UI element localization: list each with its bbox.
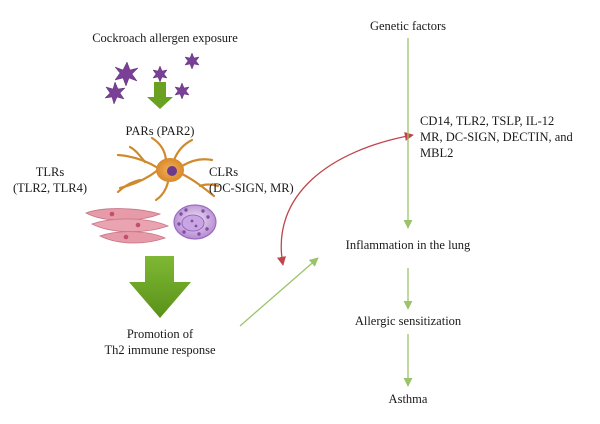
promotion-line1: Promotion of [126, 327, 194, 341]
promotion-label: Promotion of Th2 immune response [95, 326, 225, 358]
genes-list: CD14, TLR2, TSLP, IL-12 MR, DC-SIGN, DEC… [420, 113, 595, 161]
tlrs-line1: TLRs [35, 165, 65, 179]
clrs-line2: (DC-SIGN, MR) [209, 181, 294, 195]
genetic-factors-label: Genetic factors [369, 19, 446, 33]
epithelial-cell-icon [85, 208, 170, 244]
pars-label: PARs (PAR2) [125, 124, 195, 138]
genes-line3: MBL2 [420, 146, 454, 160]
small-green-arrow [147, 82, 173, 109]
inflammation-label: Inflammation in the lung [345, 238, 471, 252]
promotion-line2: Th2 immune response [104, 343, 216, 357]
asthma-label: Asthma [388, 392, 428, 406]
sensitization-label: Allergic sensitization [354, 314, 462, 328]
tlrs-line2: (TLR2, TLR4) [12, 181, 88, 195]
genetic-interaction-curve [277, 131, 414, 266]
promotion-to-inflammation-arrow [239, 257, 319, 327]
genes-line1: CD14, TLR2, TSLP, IL-12 [420, 114, 555, 128]
genes-line2: MR, DC-SIGN, DECTIN, and [420, 130, 573, 144]
tlrs-label: TLRs (TLR2, TLR4) [10, 164, 90, 196]
exposure-label: Cockroach allergen exposure [92, 31, 238, 45]
mast-cell-icon [173, 204, 217, 240]
clrs-label: CLRs (DC-SIGN, MR) [209, 164, 309, 196]
dendritic-cell-icon [116, 136, 220, 202]
big-green-arrow [129, 256, 191, 318]
clrs-line1: CLRs [209, 165, 239, 179]
allergen-star-icon [104, 52, 200, 105]
